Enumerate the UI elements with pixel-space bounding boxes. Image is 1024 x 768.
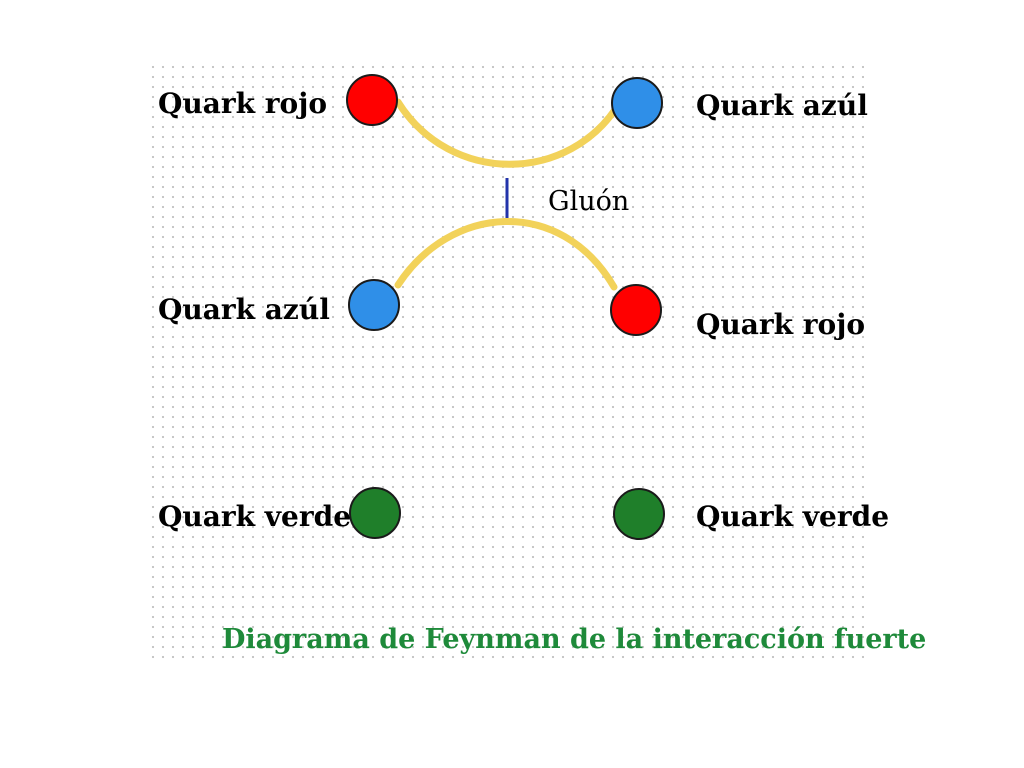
quark-top-left-red: [346, 74, 398, 126]
lower-quark-line: [394, 218, 618, 291]
label-top-right: Quark azúl: [696, 89, 868, 122]
quark-top-right-blue: [611, 77, 663, 129]
quark-mid-left-blue: [348, 279, 400, 331]
label-gluon: Gluón: [548, 186, 630, 217]
diagram-caption: Diagrama de Feynman de la interacción fu…: [222, 624, 927, 655]
quark-bottom-right-green: [613, 488, 665, 540]
label-top-left: Quark rojo: [158, 87, 328, 120]
quark-bottom-left-green: [349, 487, 401, 539]
quark-mid-right-red: [610, 284, 662, 336]
label-bottom-left: Quark verde: [158, 500, 352, 533]
label-bottom-right: Quark verde: [696, 500, 890, 533]
label-mid-left: Quark azúl: [158, 293, 330, 326]
upper-quark-line: [394, 98, 624, 168]
label-mid-right: Quark rojo: [696, 308, 866, 341]
